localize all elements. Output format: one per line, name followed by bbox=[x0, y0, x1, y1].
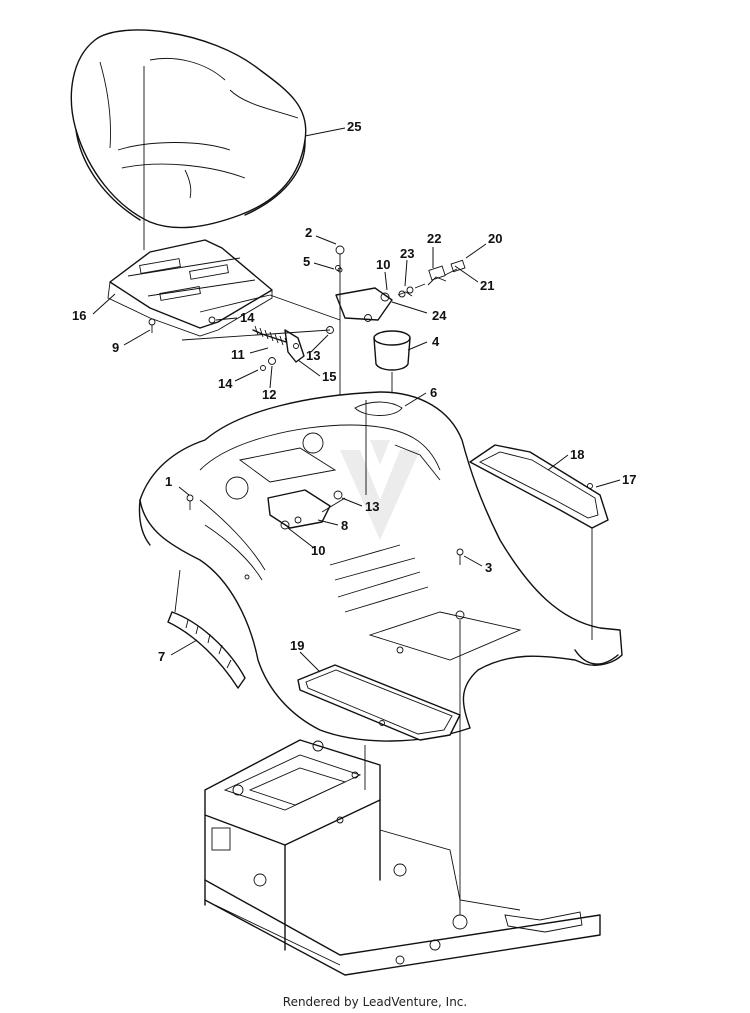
callout-22: 22 bbox=[427, 231, 441, 246]
callout-8: 8 bbox=[341, 518, 348, 533]
callout-18: 18 bbox=[570, 447, 584, 462]
leader-lines bbox=[92, 127, 621, 673]
latch-bracket bbox=[335, 245, 466, 465]
callout-24: 24 bbox=[432, 308, 447, 323]
callout-9: 9 bbox=[112, 340, 119, 355]
callout-14: 14 bbox=[218, 376, 233, 391]
callout-10: 10 bbox=[311, 543, 325, 558]
callout-11: 11 bbox=[231, 347, 245, 362]
adjust-bracket bbox=[267, 400, 367, 530]
side-panel bbox=[167, 569, 246, 689]
callout-5: 5 bbox=[303, 254, 310, 269]
callout-labels: 25 2 5 10 23 22 20 21 24 16 14 9 11 13 4… bbox=[72, 119, 636, 664]
cup-holder bbox=[373, 330, 411, 395]
callout-17: 17 bbox=[622, 472, 636, 487]
hardware bbox=[148, 265, 464, 565]
callout-12: 12 bbox=[262, 387, 276, 402]
spring-bracket bbox=[181, 294, 341, 371]
fender-pad-rear bbox=[469, 444, 609, 640]
fender bbox=[138, 391, 623, 742]
callout-3: 3 bbox=[485, 560, 492, 575]
callout-19: 19 bbox=[290, 638, 304, 653]
callout-4: 4 bbox=[432, 334, 440, 349]
callout-21: 21 bbox=[480, 278, 494, 293]
callout-25: 25 bbox=[347, 119, 361, 134]
callout-20: 20 bbox=[488, 231, 502, 246]
callout-2: 2 bbox=[305, 225, 312, 240]
frame bbox=[204, 620, 601, 976]
foot-pad bbox=[297, 664, 461, 741]
seat bbox=[70, 29, 307, 229]
callout-23: 23 bbox=[400, 246, 414, 261]
callout-15: 15 bbox=[322, 369, 336, 384]
callout-1: 1 bbox=[165, 474, 172, 489]
callout-10: 10 bbox=[376, 257, 390, 272]
callout-13: 13 bbox=[306, 348, 320, 363]
footer-credit: Rendered by LeadVenture, Inc. bbox=[282, 995, 468, 1009]
callout-13: 13 bbox=[365, 499, 379, 514]
callout-6: 6 bbox=[430, 385, 437, 400]
callout-16: 16 bbox=[72, 308, 86, 323]
watermark-logo bbox=[340, 440, 420, 540]
callout-7: 7 bbox=[158, 649, 165, 664]
seat-pan bbox=[107, 66, 273, 337]
callout-14: 14 bbox=[240, 310, 255, 325]
